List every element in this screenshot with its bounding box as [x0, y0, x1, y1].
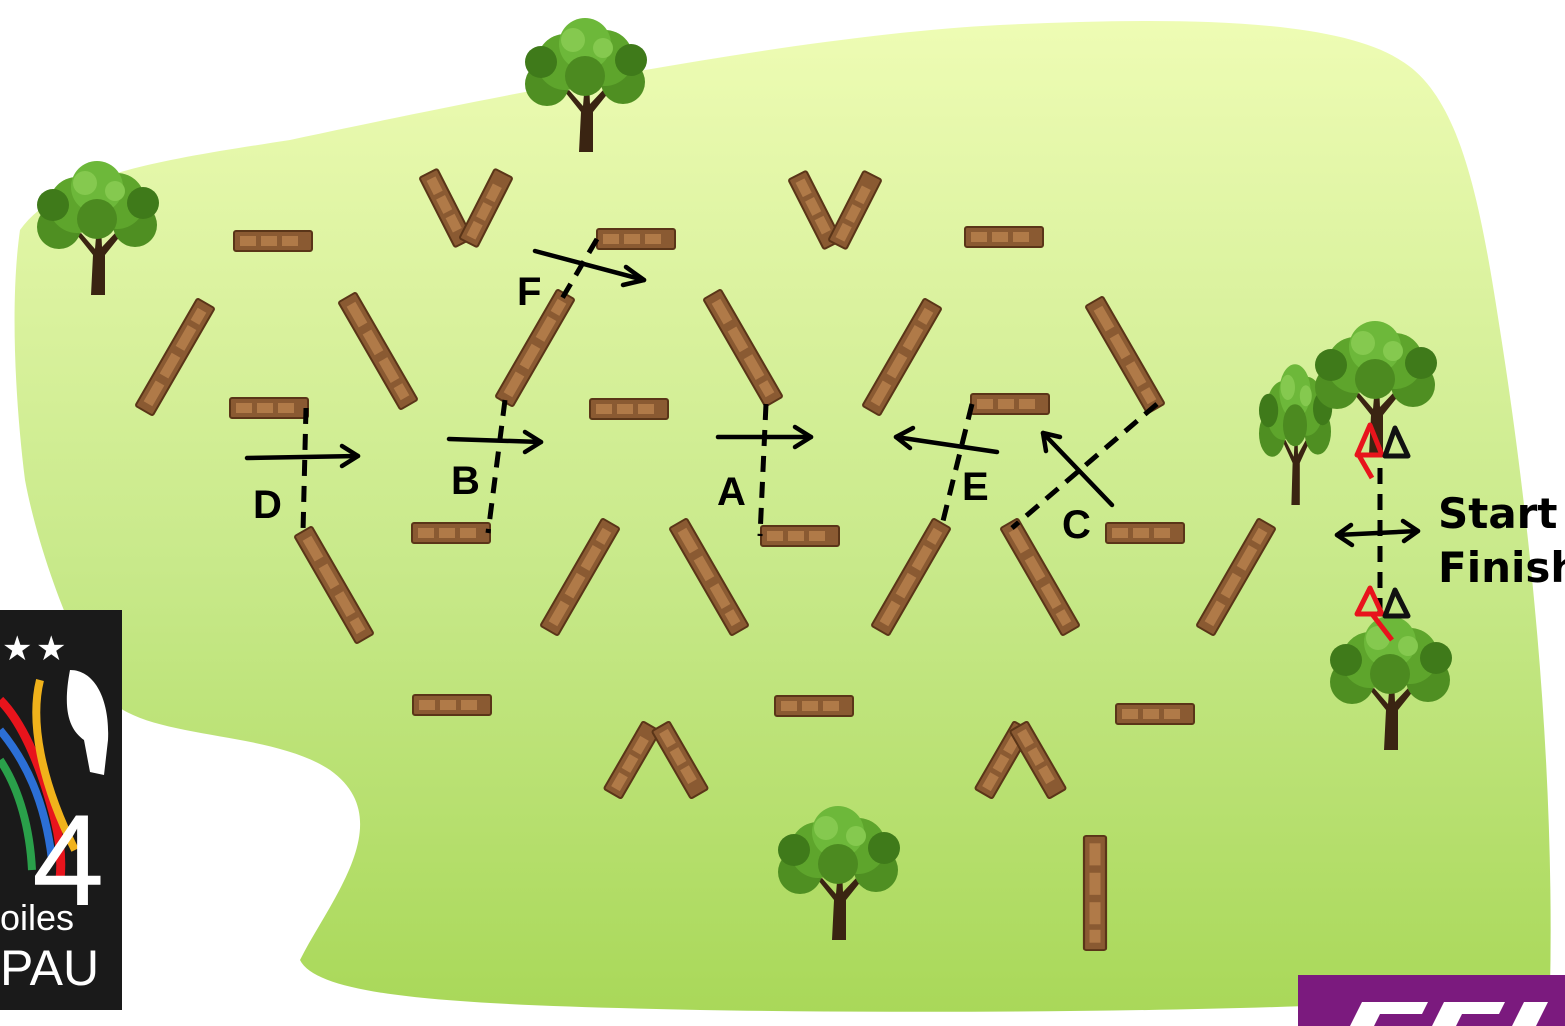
- flag-icon: [1354, 585, 1411, 642]
- fei-logo: [1298, 975, 1565, 1026]
- event-logo: ★ ★ 4 oiles PAU: [0, 610, 122, 1010]
- arrow-diagonal-icon: [1040, 430, 1115, 508]
- gate-line-a: [757, 403, 769, 537]
- svg-text:★: ★: [2, 629, 32, 669]
- gate-label-f: F: [517, 270, 541, 314]
- gate-line-f: [557, 237, 600, 304]
- log-obstacle: [233, 230, 313, 252]
- gate-label-a: A: [717, 470, 746, 514]
- arrow-left-icon: [893, 425, 1000, 455]
- log-obstacle: [1115, 703, 1195, 725]
- log-obstacle: [1082, 834, 1108, 952]
- gate-label-e: E: [962, 465, 989, 509]
- arrow-right-icon: [715, 424, 814, 450]
- grass-field: [14, 20, 1551, 1012]
- log-obstacle: [596, 228, 676, 250]
- gate-line-e: [939, 403, 975, 526]
- flag-icon: [1354, 422, 1411, 480]
- gate-label-c: C: [1062, 503, 1091, 547]
- arrow-right-icon: [244, 443, 361, 469]
- gate-line-c: [1010, 402, 1159, 530]
- log-obstacle: [412, 694, 492, 716]
- log-obstacle: [411, 522, 491, 544]
- log-obstacle: [589, 398, 669, 420]
- logo-text-line1: oiles: [0, 897, 74, 938]
- gate-line-b: [485, 399, 508, 534]
- arrow-right-icon: [446, 429, 544, 455]
- arrow-right-icon: [532, 248, 647, 288]
- gate-label-d: D: [253, 483, 282, 527]
- double-arrow-icon: [1334, 518, 1421, 548]
- log-obstacle: [760, 525, 840, 547]
- finish-label: Finish: [1438, 543, 1565, 592]
- logo-numeral: 4: [32, 787, 104, 933]
- log-obstacle: [774, 695, 854, 717]
- logo-text-line2: PAU: [0, 940, 99, 996]
- log-obstacle: [970, 393, 1050, 415]
- log-obstacle: [229, 397, 309, 419]
- svg-text:★: ★: [36, 629, 66, 669]
- gate-line-d: [300, 407, 309, 533]
- start-label: Start: [1438, 489, 1557, 538]
- log-obstacle: [964, 226, 1044, 248]
- log-obstacle: [1105, 522, 1185, 544]
- gate-label-b: B: [451, 459, 480, 503]
